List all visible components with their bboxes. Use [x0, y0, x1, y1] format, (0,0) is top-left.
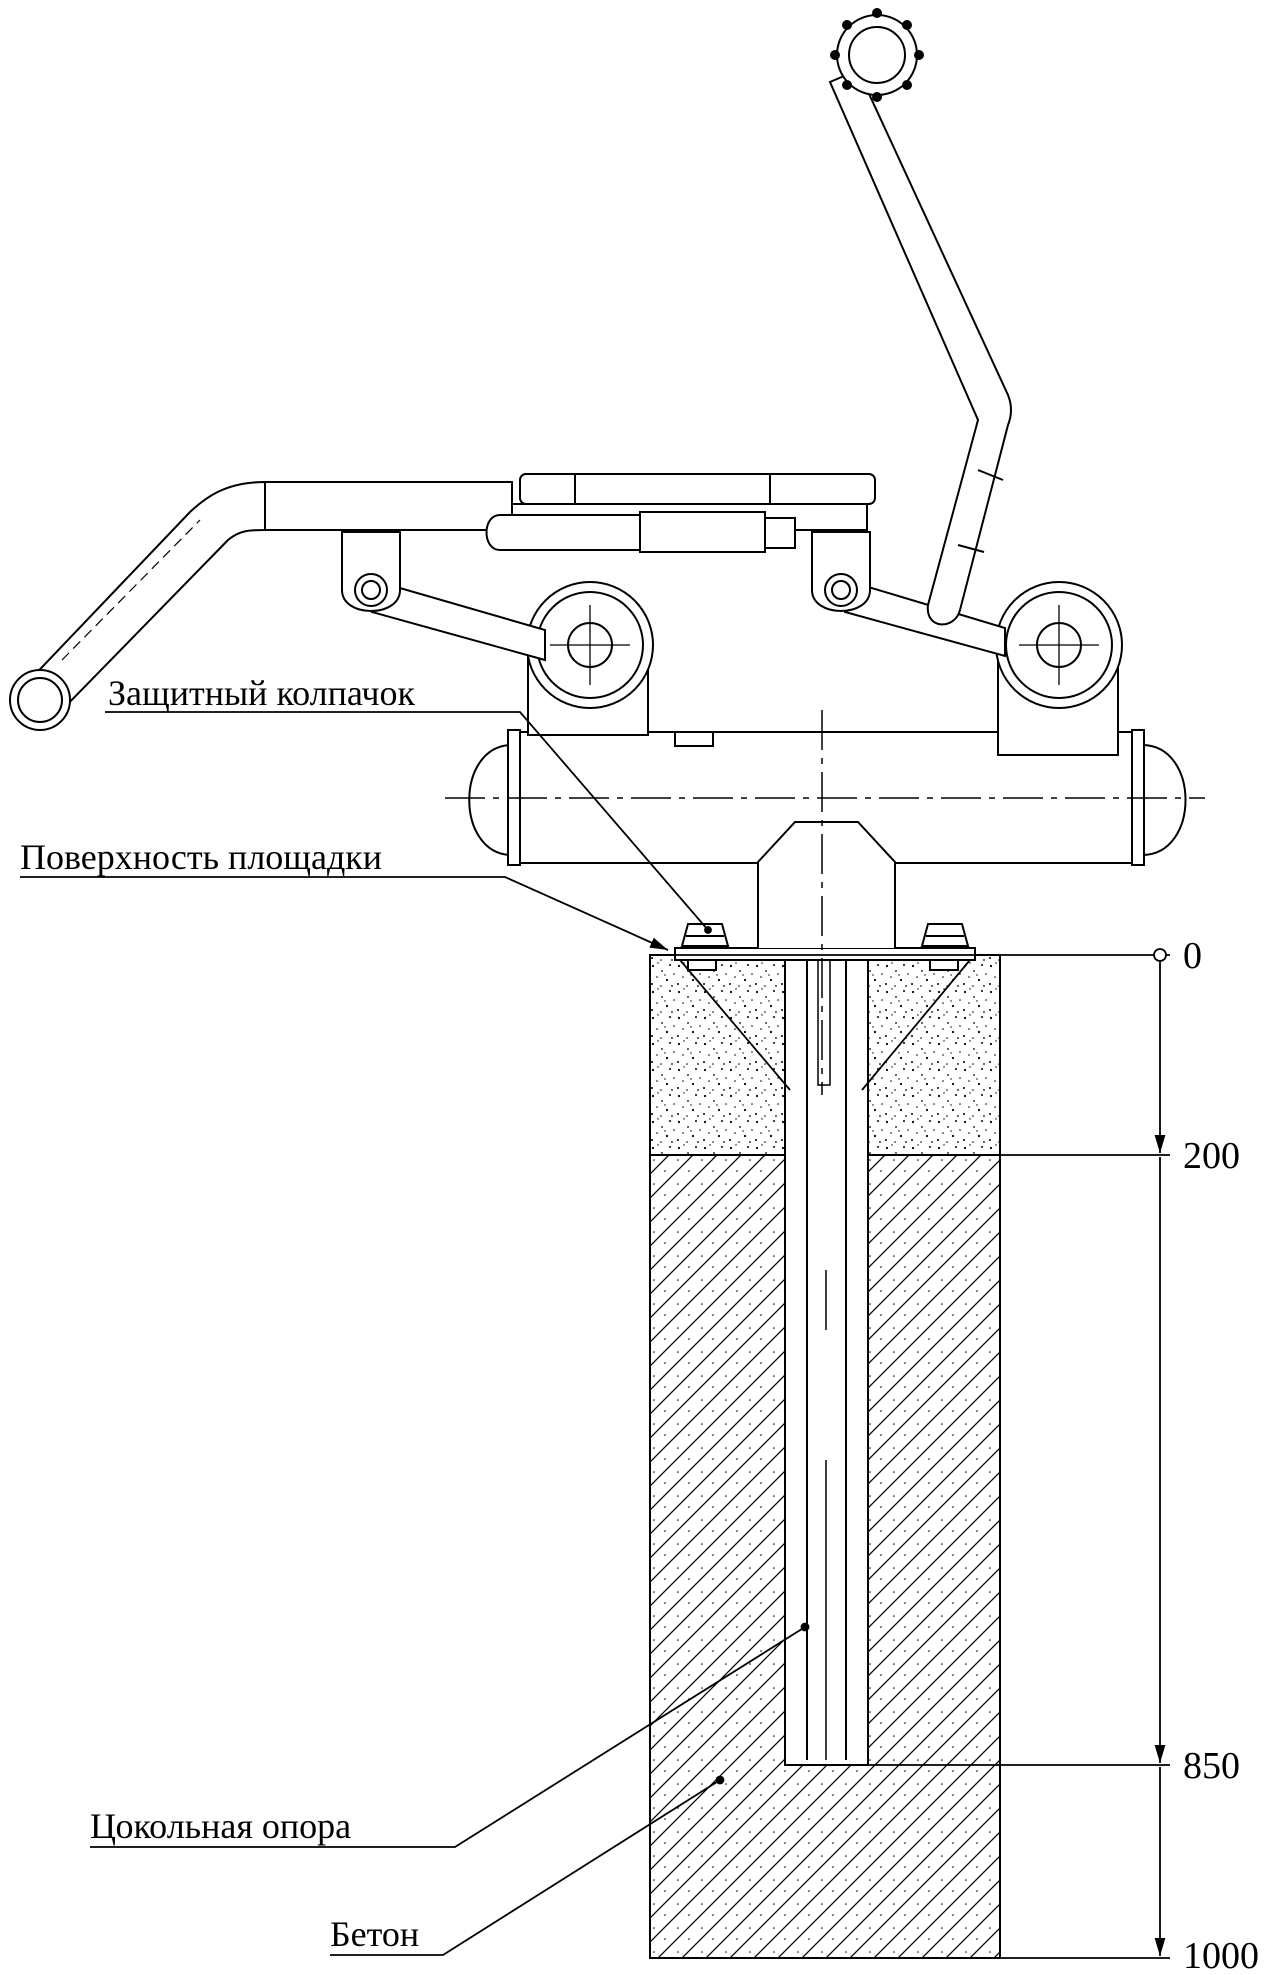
protective-cap-right [920, 923, 970, 947]
beam-end-cap-left [468, 743, 513, 857]
label-base-support: Цокольная опора [90, 1806, 351, 1846]
right-handle [828, 8, 1012, 626]
gas-cylinder [485, 514, 641, 551]
base-plate [674, 947, 976, 961]
upper-rail [264, 473, 876, 553]
left-handle [9, 480, 266, 731]
label-concrete: Бетон [330, 1914, 419, 1954]
dimension-line [650, 948, 1170, 1959]
dimension-850: 850 [1183, 1745, 1240, 1787]
seat-pad [519, 473, 876, 505]
beam-end-cap-right [1141, 743, 1187, 857]
label-platform-surface: Поверхность площадки [20, 837, 382, 877]
linkage-arms [341, 531, 1006, 662]
dimension-200: 200 [1183, 1135, 1240, 1177]
dimension-0: 0 [1183, 935, 1202, 977]
foundation [649, 954, 1001, 1959]
leader-lines [20, 711, 810, 1956]
dimension-1000: 1000 [1183, 1935, 1259, 1975]
label-protective-cap: Защитный колпачок [108, 673, 416, 713]
protective-cap-left [680, 923, 730, 947]
